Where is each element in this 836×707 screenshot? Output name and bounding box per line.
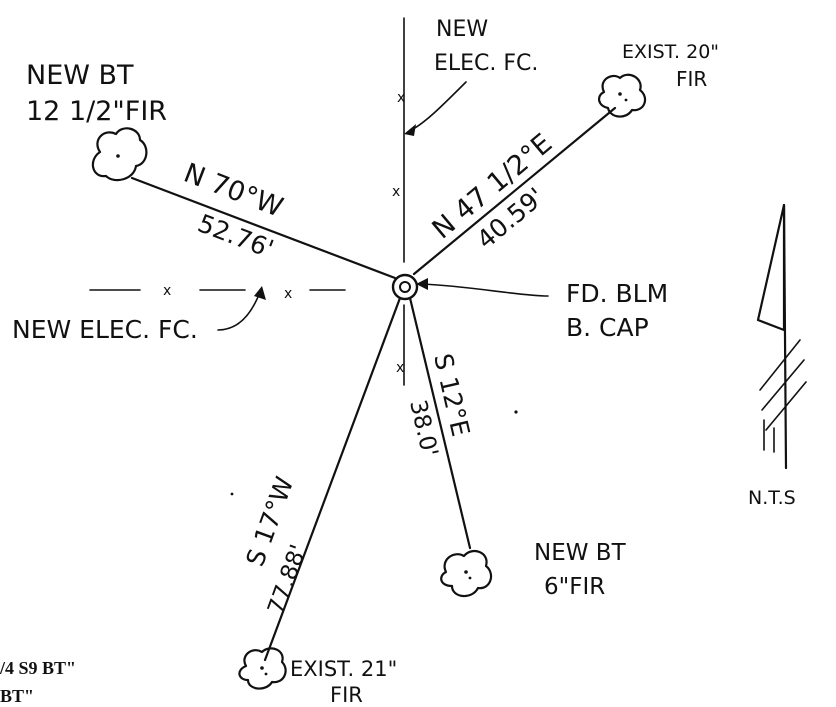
- bearing-line-ne: [412, 106, 617, 276]
- leader-arrow-monument: [421, 283, 549, 297]
- new-elec-fc-top-label-line2: ELEC. FC.: [434, 51, 538, 76]
- stray-mark: [230, 492, 234, 496]
- nts-label: N.T.S: [748, 487, 796, 509]
- new-elec-fc-top-label-line1: NEW: [436, 17, 488, 42]
- new-bt-6-fir-label-line2: 6"FIR: [544, 574, 605, 600]
- bearing-line-nw: [130, 176, 397, 280]
- bearing-line-se: [408, 296, 472, 550]
- fd-blm-label-line1: FD. BLM: [566, 279, 668, 308]
- arrowhead-icon: [416, 278, 428, 290]
- fence-x-mark: x: [396, 360, 404, 376]
- new-bt-6-fir-label-line1: NEW BT: [534, 540, 627, 566]
- new-elec-fc-left-label: NEW ELEC. FC.: [12, 315, 198, 344]
- north-arrow-icon: [756, 203, 807, 470]
- exist-20-fir-label-line1: EXIST. 20": [622, 41, 719, 63]
- leader-arrow-top-fence: [407, 81, 467, 133]
- tree-icon-nw: [91, 127, 148, 182]
- stray-mark: [514, 410, 518, 414]
- new-bt-12-fir-label-line1: NEW BT: [26, 60, 134, 91]
- tree-icon-sw: [238, 647, 287, 690]
- new-bt-12-fir-label-line2: 12 1/2"FIR: [26, 96, 167, 127]
- tree-icon-ne: [598, 73, 647, 118]
- blm-monument-icon: [391, 273, 419, 301]
- exist-21-fir-label-line1: EXIST. 21": [290, 657, 397, 681]
- fence-x-mark: x: [163, 283, 171, 299]
- exist-21-fir-label-line2: FIR: [330, 683, 363, 707]
- bearing-line-sw: [263, 296, 402, 662]
- partial-typed-text-2: BT": [0, 686, 34, 706]
- arrowhead-icon: [404, 124, 416, 136]
- fd-blm-label-line2: B. CAP: [566, 313, 649, 342]
- exist-20-fir-label-line2: FIR: [676, 67, 707, 91]
- leader-arrow-left-fence: [217, 291, 261, 331]
- fence-x-mark: x: [397, 90, 405, 106]
- partial-typed-text-1: /4 S9 BT": [0, 658, 76, 678]
- tree-icon-se: [440, 549, 493, 598]
- fence-x-mark: x: [392, 184, 400, 200]
- bearing-nw-label: N 70°W: [179, 158, 287, 224]
- fence-x-mark: x: [284, 286, 292, 302]
- arrowhead-icon: [254, 286, 266, 300]
